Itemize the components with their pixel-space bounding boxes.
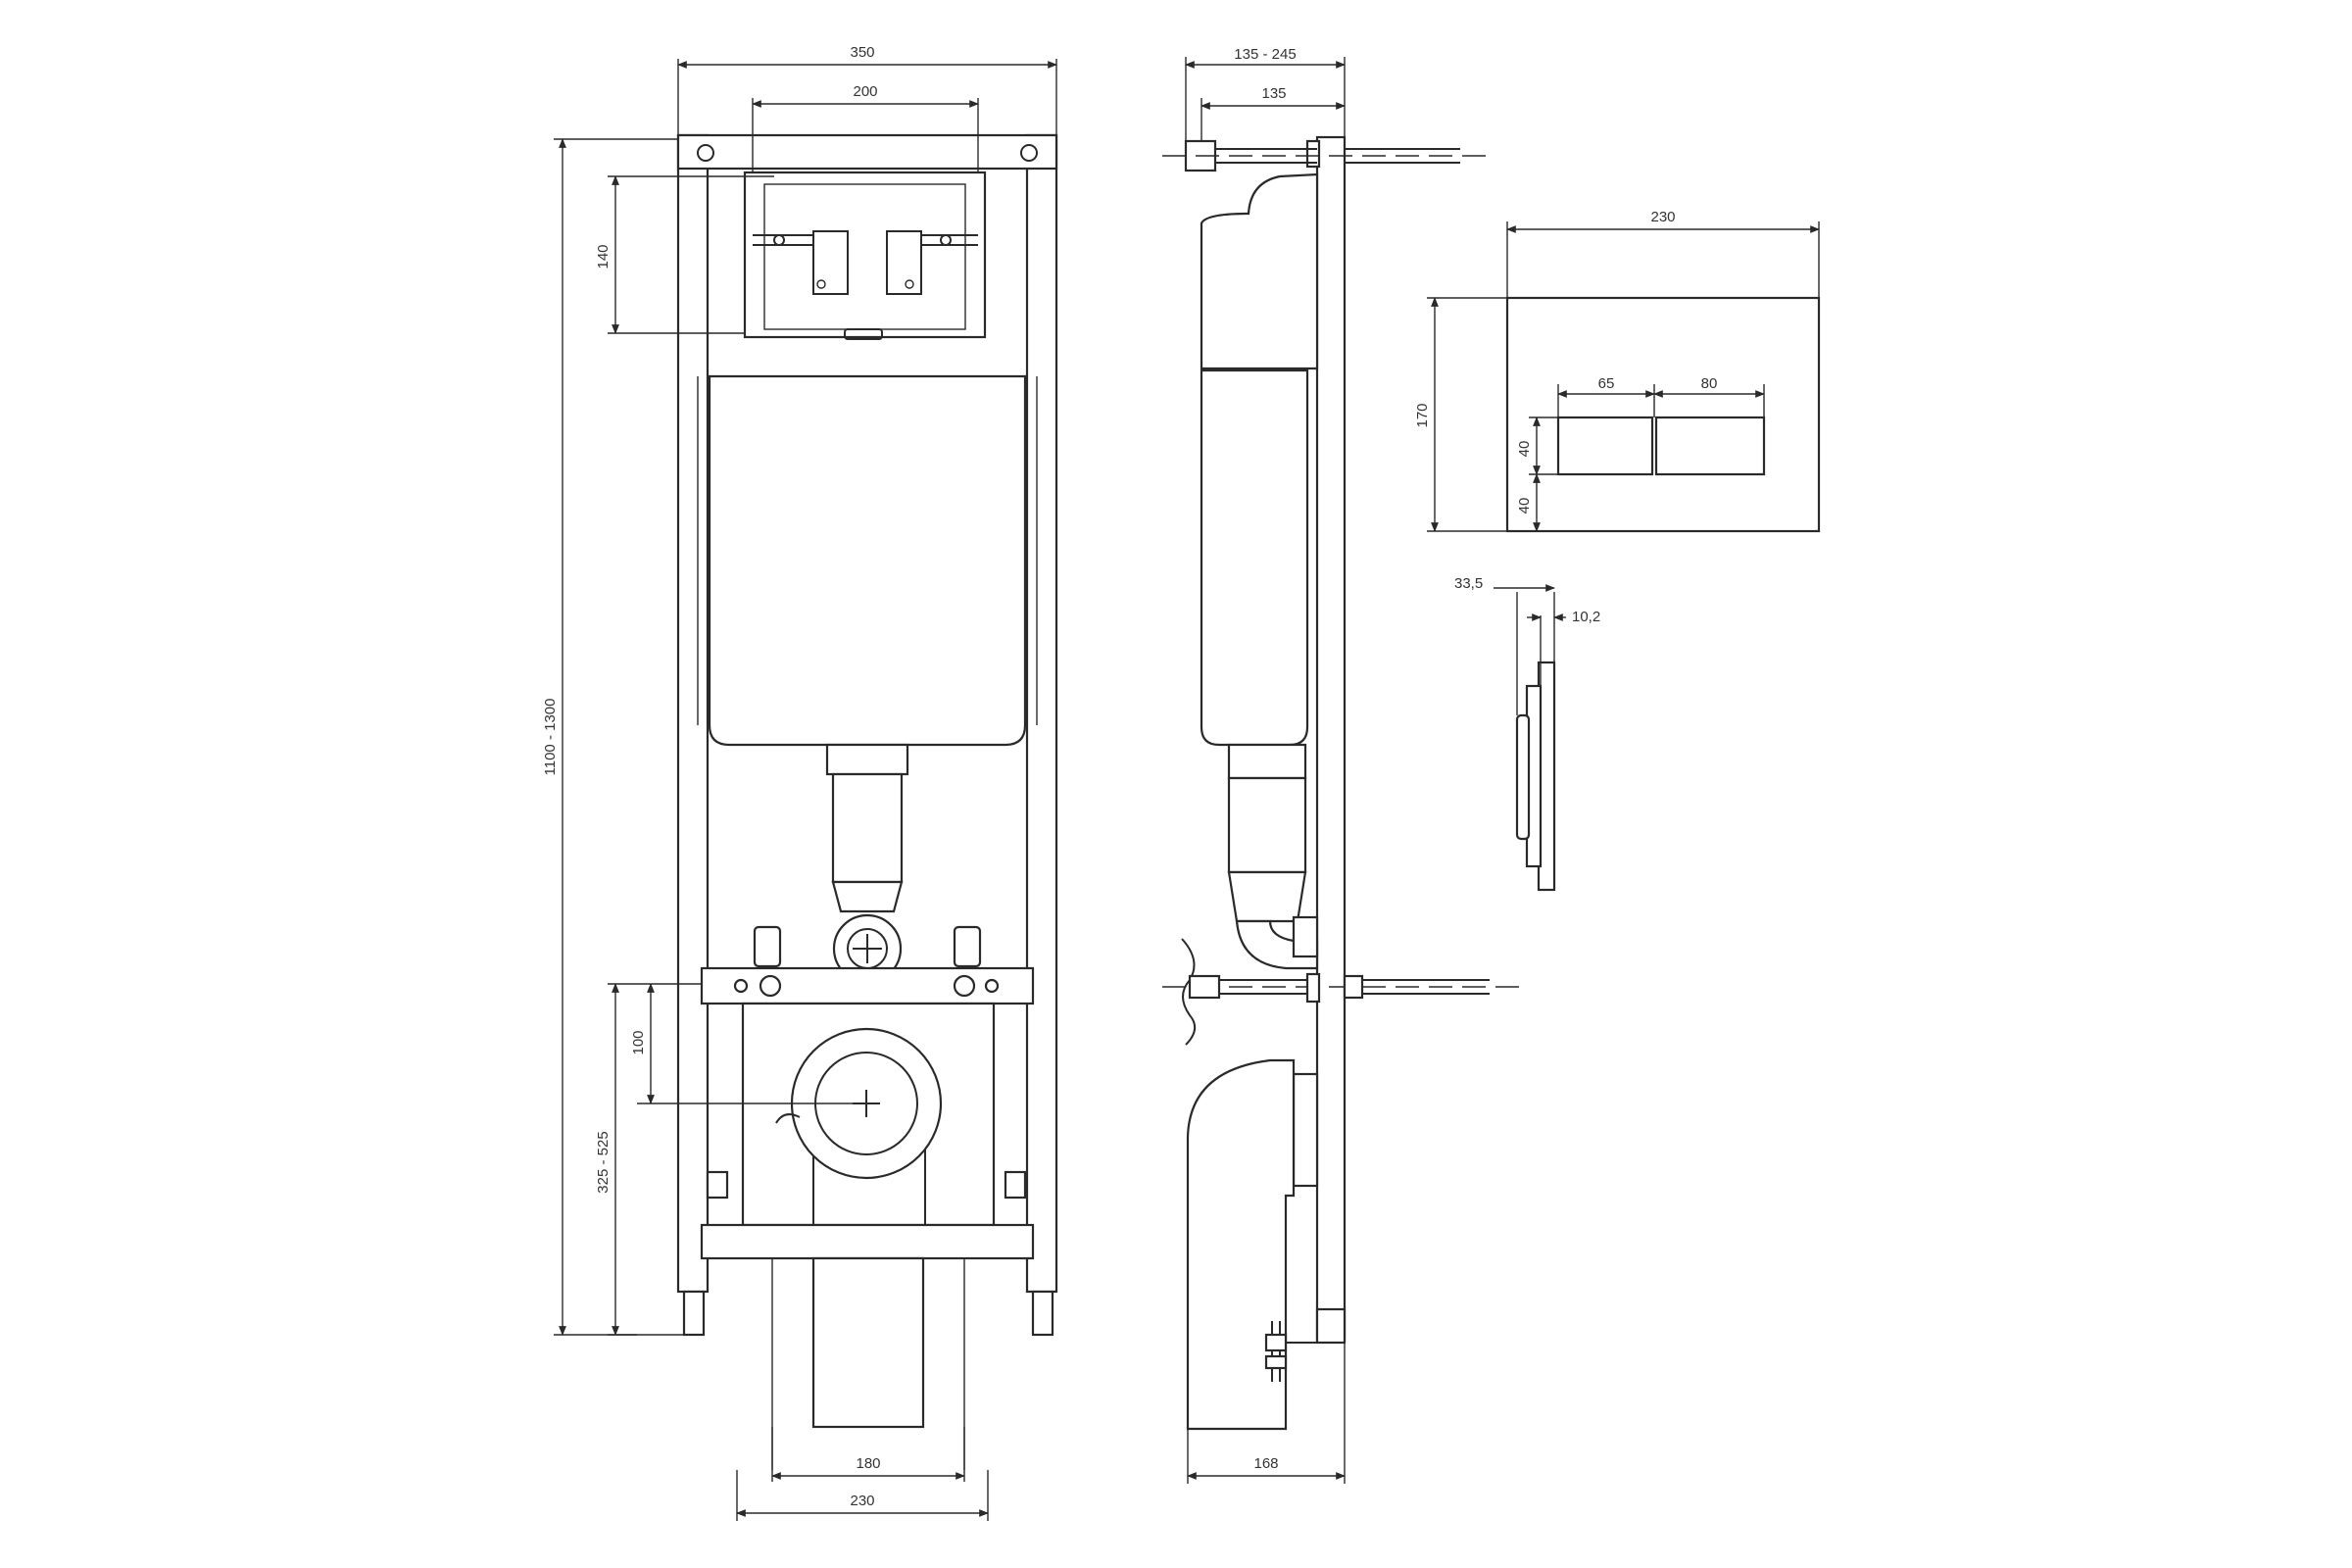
dim-button-offset: 40 xyxy=(1516,498,1533,514)
mounting-hole-icon xyxy=(1020,144,1038,162)
flush-button-right xyxy=(1654,416,1766,476)
dim-width: 350 xyxy=(850,44,874,61)
mid-crossbar xyxy=(700,966,1035,1005)
right-upright xyxy=(1025,133,1058,1294)
cistern-profile xyxy=(1200,368,1309,747)
dim-button-height: 40 xyxy=(1516,441,1533,458)
dim-opening-height: 140 xyxy=(595,244,612,269)
mid-anchor xyxy=(1188,974,1221,1000)
drain-elbow xyxy=(1186,1058,1296,1431)
flush-plate xyxy=(1505,296,1821,533)
flush-plate-dimensions: 230 170 65 80 40 40 xyxy=(1414,209,1820,532)
bottom-crossbar xyxy=(700,1223,1035,1260)
dim-plate-thickness: 33,5 xyxy=(1454,575,1483,592)
dim-drain-height: 325 - 525 xyxy=(595,1131,612,1193)
dim-bottom-inner: 180 xyxy=(856,1455,880,1472)
dim-top-opening: 200 xyxy=(853,83,877,100)
right-foot xyxy=(1031,1290,1054,1337)
left-foot xyxy=(682,1290,706,1337)
flush-pipe-top xyxy=(825,743,909,776)
mounting-hole-icon xyxy=(697,144,714,162)
dim-total-height: 1100 - 1300 xyxy=(542,699,559,776)
dim-plate-height: 170 xyxy=(1414,403,1431,427)
flush-plate-side xyxy=(1494,584,1566,892)
dim-button-depth: 10,2 xyxy=(1572,609,1600,625)
dim-drain-offset: 100 xyxy=(630,1030,647,1054)
side-view xyxy=(1162,135,1529,1431)
dim-bottom-depth: 168 xyxy=(1253,1455,1278,1472)
dim-depth-range: 135 - 245 xyxy=(1234,46,1296,63)
dim-bottom-outer: 230 xyxy=(850,1493,874,1509)
dim-plate-width: 230 xyxy=(1650,209,1675,225)
side-dimensions: 135 - 245 135 168 xyxy=(1185,46,1346,1484)
flush-pipe xyxy=(831,772,904,884)
sewage-pipe xyxy=(811,1256,925,1429)
flush-opening-frame xyxy=(743,171,987,339)
cistern-top-profile xyxy=(1200,172,1319,370)
dim-depth: 135 xyxy=(1261,85,1286,102)
cistern xyxy=(708,374,1027,747)
flush-button-left xyxy=(1556,416,1654,476)
top-crossbar xyxy=(676,133,1058,171)
left-upright xyxy=(676,133,710,1294)
dim-button-left: 65 xyxy=(1598,375,1615,392)
front-dimensions: 350 200 140 1100 - 1300 100 325 - 525 18… xyxy=(542,44,1057,1521)
side-frame xyxy=(1315,135,1347,1341)
flush-plate-front xyxy=(1505,296,1821,533)
dim-button-right: 80 xyxy=(1701,375,1718,392)
front-view xyxy=(676,133,1058,1470)
